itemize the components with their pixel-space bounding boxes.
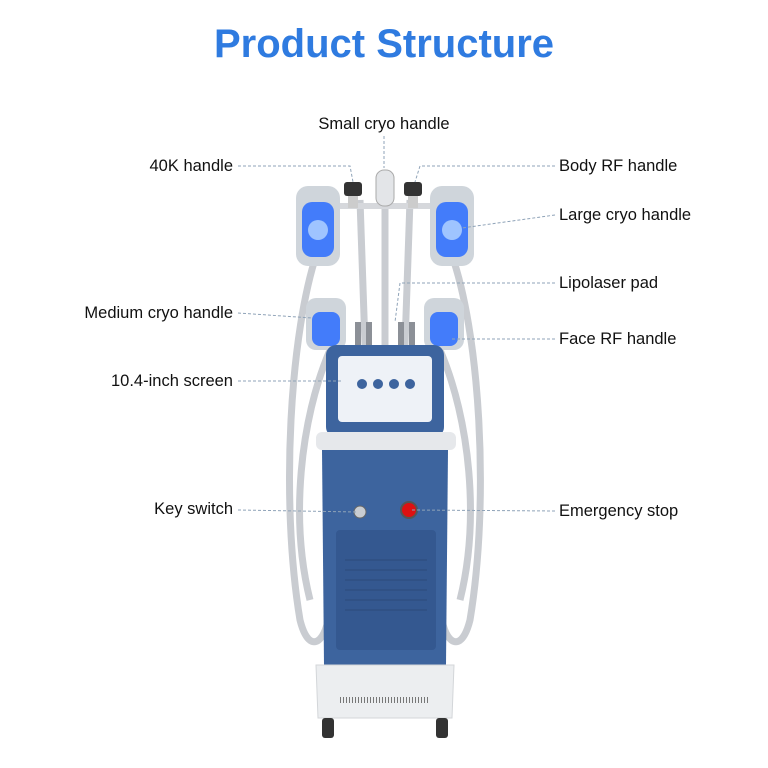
medium-cryo-handle-left	[306, 298, 346, 350]
emergency-stop-shape	[400, 501, 418, 519]
label-large-cryo-handle: Large cryo handle	[559, 206, 692, 224]
screen-icons	[357, 379, 415, 389]
face-rf-medium-cryo-right	[424, 298, 464, 350]
base	[315, 664, 455, 719]
hoses	[286, 190, 484, 646]
body-rf-handle-shape	[404, 182, 422, 208]
label-lipolaser-pad: Lipolaser pad	[559, 274, 659, 292]
label-medium-cryo-handle: Medium cryo handle	[84, 304, 233, 322]
label-key-switch: Key switch	[154, 500, 233, 518]
touch-screen	[338, 356, 432, 422]
large-cryo-handle-left	[296, 186, 340, 266]
label-face-rf-handle: Face RF handle	[559, 330, 677, 348]
large-cryo-handle-right	[430, 186, 474, 266]
label-screen: 10.4-inch screen	[111, 372, 233, 390]
40k-handle-shape	[344, 182, 362, 208]
small-cryo-handle-shape	[375, 169, 395, 207]
page-title: Product Structure	[213, 22, 555, 66]
label-emergency-stop: Emergency stop	[559, 502, 679, 520]
lipolaser-pads	[355, 322, 415, 348]
vent-grille	[345, 559, 427, 611]
label-small-cryo-handle: Small cryo handle	[318, 115, 450, 133]
label-body-rf-handle: Body RF handle	[559, 157, 678, 175]
leader-lines	[237, 136, 556, 513]
wheels	[322, 718, 448, 738]
cabinet-top	[316, 432, 456, 450]
label-40k-handle: 40K handle	[149, 157, 234, 175]
